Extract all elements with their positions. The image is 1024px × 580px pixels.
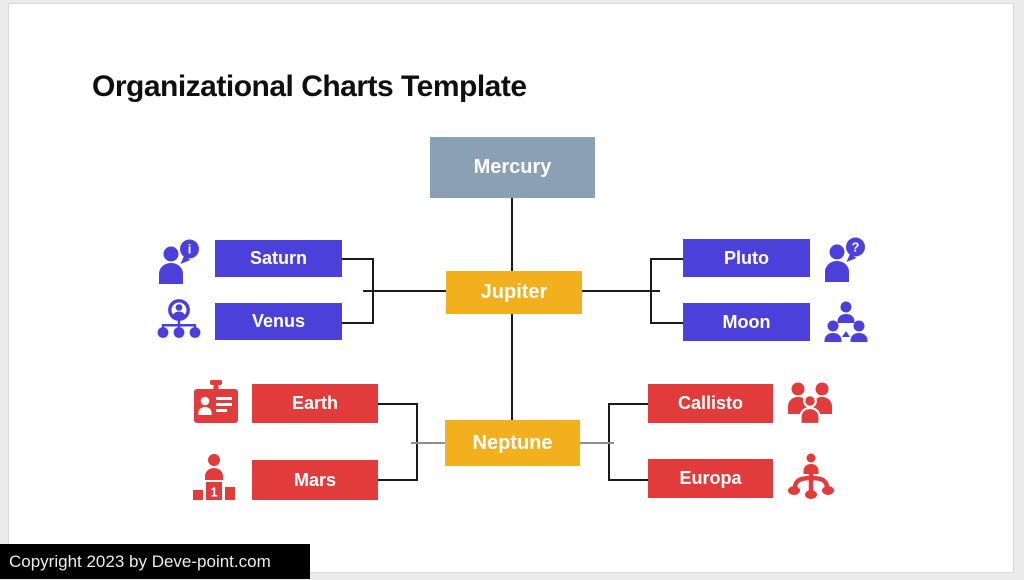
org-node-saturn: Saturn: [215, 240, 342, 277]
org-node-label: Venus: [251, 311, 306, 331]
copyright-text: Copyright 2023 by Deve-point.com: [9, 551, 271, 571]
org-node-moon: Moon: [683, 303, 810, 341]
org-node-pluto: Pluto: [683, 239, 810, 277]
org-node-earth: Earth: [252, 384, 378, 423]
svg-text:?: ?: [852, 240, 860, 255]
connector-line: [609, 479, 648, 481]
connector-line: [651, 322, 683, 324]
connector-line: [411, 442, 445, 444]
connector-line: [580, 442, 614, 444]
org-node-label: Pluto: [724, 247, 769, 268]
connector-line: [378, 403, 417, 405]
org-node-label: Moon: [722, 311, 771, 332]
connector-line: [582, 290, 660, 292]
org-node-jupiter: Jupiter: [446, 271, 582, 314]
org-node-label: Callisto: [677, 393, 743, 413]
copyright-bar: Copyright 2023 by Deve-point.com: [0, 544, 310, 579]
org-node-europa: Europa: [648, 459, 773, 498]
connector-line: [651, 258, 683, 260]
org-node-neptune: Neptune: [445, 420, 580, 466]
org-node-label: Saturn: [249, 248, 307, 268]
person-info-icon: i: [156, 238, 204, 284]
org-node-mercury: Mercury: [430, 137, 595, 198]
org-node-venus: Venus: [215, 303, 342, 340]
connector-line: [511, 198, 513, 271]
org-node-label: Mars: [293, 469, 337, 490]
org-node-mars: Mars: [252, 460, 378, 500]
connector-line: [511, 314, 513, 420]
podium-winner-icon: 1: [192, 452, 242, 502]
org-node-label: Jupiter: [480, 281, 548, 303]
svg-text:i: i: [188, 242, 192, 257]
id-badge-icon: [192, 380, 240, 426]
connector-line: [342, 322, 373, 324]
connector-line: [609, 403, 648, 405]
delegation-tree-icon: [787, 452, 835, 500]
hierarchy-icon: [155, 298, 203, 344]
page-title: Organizational Charts Template: [92, 70, 527, 103]
org-node-label: Europa: [679, 468, 742, 488]
person-question-icon: ?: [822, 236, 870, 282]
org-node-callisto: Callisto: [648, 384, 773, 423]
connector-line: [342, 258, 373, 260]
org-node-label: Earth: [291, 393, 338, 413]
connector-line: [363, 290, 446, 292]
org-node-label: Neptune: [472, 431, 553, 454]
connector-line: [378, 479, 417, 481]
team-group-icon: [786, 380, 834, 424]
org-node-label: Mercury: [473, 156, 552, 178]
svg-text:1: 1: [210, 485, 217, 500]
team-icon: [822, 300, 870, 344]
